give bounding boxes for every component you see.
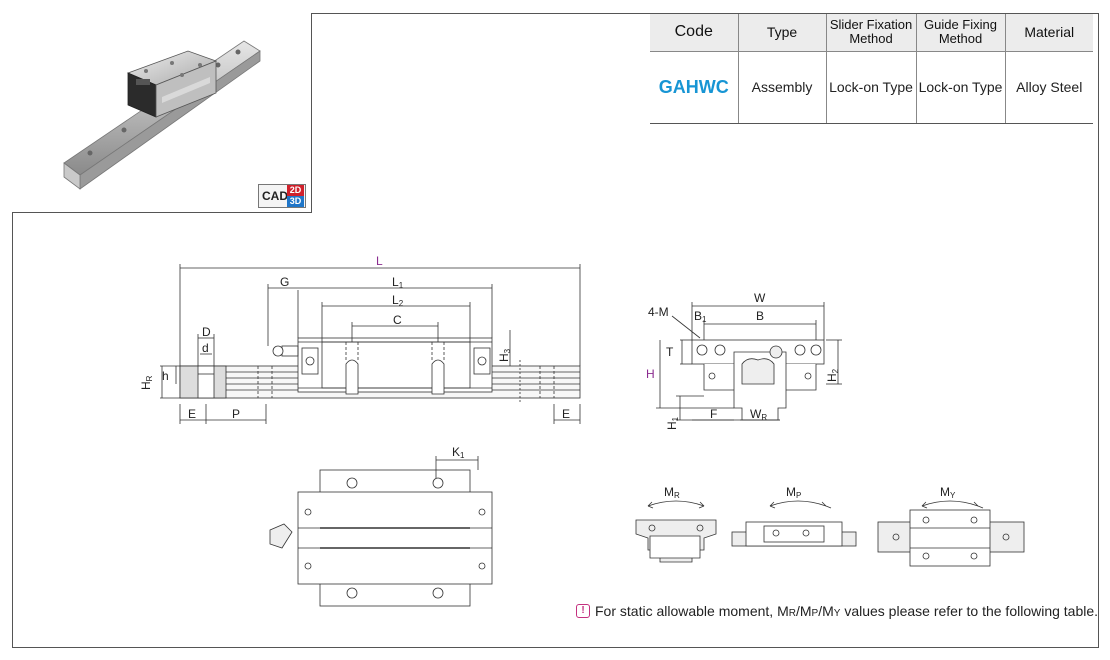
- cell-material: Alloy Steel: [1004, 51, 1093, 124]
- dim-P: P: [232, 407, 240, 421]
- info-icon: !: [576, 604, 590, 618]
- dim-C: C: [393, 313, 402, 327]
- dim-HR: HR: [139, 375, 154, 390]
- dim-4M: 4-M: [648, 305, 669, 319]
- cad-dims: 2D 3D: [287, 185, 304, 207]
- header-guide-line1: Guide Fixing: [924, 17, 997, 33]
- dim-h: h: [162, 369, 169, 383]
- dim-F: F: [710, 407, 717, 421]
- cad-badge[interactable]: CAD 2D 3D: [258, 184, 306, 208]
- header-slider-line2: Method: [849, 31, 893, 47]
- dim-G: G: [280, 275, 289, 289]
- dim-E-left: E: [188, 407, 196, 421]
- moment-mp: [731, 500, 857, 547]
- side-view: [160, 264, 581, 424]
- dim-D: D: [202, 325, 211, 339]
- dim-L: L: [376, 254, 383, 268]
- cad-3d: 3D: [287, 196, 304, 207]
- dim-WR: WR: [750, 407, 767, 422]
- dim-L1: L1: [392, 275, 404, 290]
- spec-table-row: GAHWC Assembly Lock-on Type Lock-on Type…: [650, 51, 1093, 124]
- dim-L2: L2: [392, 293, 404, 308]
- dim-H2: H2: [825, 368, 840, 382]
- moment-note: ! For static allowable moment, MR/MP/MY …: [576, 603, 1098, 619]
- cad-label: CAD: [262, 189, 288, 203]
- header-material: Material: [1004, 14, 1093, 52]
- dim-E-right: E: [562, 407, 570, 421]
- moment-mr: [635, 500, 717, 563]
- dim-H: H: [646, 367, 655, 381]
- label-MR: MR: [664, 485, 680, 500]
- label-MP: MP: [786, 485, 801, 500]
- header-guide-line2: Method: [938, 31, 983, 47]
- dim-K1: K1: [452, 445, 465, 460]
- header-code: Code: [650, 14, 738, 52]
- dim-B: B: [756, 309, 764, 323]
- linear-guide-image: [63, 40, 261, 190]
- cell-type: Assembly: [737, 51, 826, 124]
- dim-B1: B1: [694, 309, 707, 324]
- dim-H3: H3: [497, 348, 512, 362]
- header-type: Type: [737, 14, 826, 52]
- product-photo: CAD 2D 3D: [12, 13, 312, 213]
- cell-guide: Lock-on Type: [915, 51, 1005, 124]
- moment-my: [877, 500, 1025, 567]
- cell-slider: Lock-on Type: [825, 51, 916, 124]
- page-frame: [12, 13, 1099, 648]
- dim-W: W: [754, 291, 766, 305]
- dim-d: d: [202, 341, 209, 355]
- cad-2d: 2D: [287, 185, 304, 196]
- end-view: [656, 302, 842, 421]
- header-slider-line1: Slider Fixation: [829, 17, 913, 33]
- top-view: [269, 456, 493, 607]
- note-text: For static allowable moment, MR/MP/MY va…: [595, 603, 1099, 619]
- label-MY: MY: [940, 485, 956, 500]
- dim-H1: H1: [665, 416, 680, 430]
- cell-code[interactable]: GAHWC: [650, 51, 738, 124]
- dim-T: T: [666, 345, 674, 359]
